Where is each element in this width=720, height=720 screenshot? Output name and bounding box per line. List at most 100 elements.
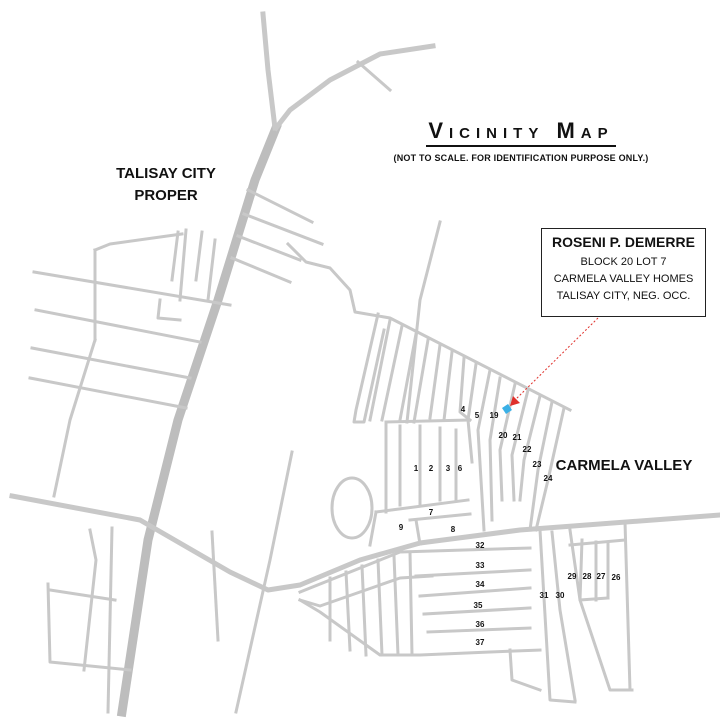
carmela-street [380,324,404,422]
lot-label: 28 [583,572,592,581]
proper-road [242,212,324,246]
north-road-left [260,11,278,131]
proper-road [194,230,204,282]
south-block-street [418,586,532,598]
south-block-street [508,648,542,692]
south-block-street [298,574,434,608]
pond [330,476,374,540]
south-block-street [298,546,532,594]
sw-road [46,582,132,672]
lot-label: 8 [451,525,456,534]
south-block-street [360,564,368,657]
owner-city: TALISAY CITY, NEG. OCC. [556,290,691,302]
proper-road [178,228,188,302]
south-block-street [623,520,632,692]
carmela-street [368,318,392,422]
south-block-street [376,558,384,657]
lot-label: 9 [399,523,404,532]
carmela-street [534,406,566,532]
proper-road [93,232,184,252]
lot-label: 37 [476,638,485,647]
lot-label: 20 [499,431,508,440]
proper-road [245,187,315,225]
lot-label: 34 [476,580,485,589]
sw-road [48,588,117,602]
carmela-street [428,343,442,420]
lot-label: 31 [540,591,549,600]
subject-lot-marker [502,404,512,414]
south-block-street [426,626,532,634]
lot-label: 5 [475,411,480,420]
carmela-street [458,356,473,423]
proper-road [52,338,97,498]
proper-road [236,234,302,262]
owner-name: ROSENI P. DEMERRE [552,234,695,250]
south-block-street [568,528,634,692]
lot-label: 35 [474,601,483,610]
north-spur [355,59,393,93]
main-highway [116,122,282,718]
sw-road [82,528,98,672]
lot-label: 2 [429,464,434,473]
lot-label: 29 [568,572,577,581]
road-network [9,11,720,718]
proper-road [206,238,217,302]
lot-label: 19 [490,411,499,420]
lot-label: 27 [597,572,606,581]
south-block-street [422,606,532,616]
carmela-street [414,518,422,546]
lot-label: 26 [612,573,621,582]
proper-road [32,270,232,307]
owner-info-box: ROSENI P. DEMERRE BLOCK 20 LOT 7 CARMELA… [541,228,706,317]
lot-label: 23 [533,460,542,469]
carmela-street [352,312,386,424]
talisay-label-line1: TALISAY CITY [116,165,216,182]
south-block-street [550,530,577,702]
carmela-valley-label: CARMELA VALLEY [556,457,693,474]
carmela-street [384,418,470,424]
north-road-right [272,43,436,132]
proper-road [230,256,292,284]
proper-road [28,376,188,410]
carmela-street [528,400,554,532]
carmela-street [374,498,470,514]
lot-label: 3 [446,464,451,473]
lot-label: 6 [458,464,463,473]
owner-block-lot: BLOCK 20 LOT 7 [580,256,667,268]
lot-label: 22 [523,445,532,454]
leader-arrowhead [510,396,520,406]
carmela-street [368,510,378,547]
lot-label: 7 [429,508,434,517]
sw-road [210,530,220,642]
carmela-access-road [405,220,442,424]
lot-label: 4 [461,405,466,414]
proper-road [170,230,180,282]
carmela-street [476,368,492,532]
proper-road [30,346,192,380]
carmela-street [510,388,530,502]
map-subtitle: (NOT TO SCALE. FOR IDENTIFICATION PURPOS… [393,153,649,163]
lot-label: 30 [556,591,565,600]
sw-road [106,526,114,714]
south-block-street [297,597,542,657]
south-block-street [538,528,577,704]
south-block-street [392,554,400,657]
carmela-access-road [285,241,573,413]
proper-road [34,308,202,344]
talisay-label-line2: PROPER [134,187,198,204]
east-west-road [9,493,720,593]
south-block-street [344,570,352,652]
lot-label: 24 [544,474,553,483]
carmela-street [442,350,454,422]
lot-label: 33 [476,561,485,570]
proper-road [156,298,182,322]
leader-line [514,317,599,401]
map-title-block: Vicinity Map (NOT TO SCALE. FOR IDENTIFI… [376,118,666,163]
lot-labels: 4 5 19 20 21 22 23 24 1 2 3 6 7 8 9 32 3… [399,405,621,647]
lot-label: 32 [476,541,485,550]
carmela-street [412,338,430,424]
sw-road [234,450,294,714]
south-block-street [414,568,532,578]
lot-label: 1 [414,464,419,473]
